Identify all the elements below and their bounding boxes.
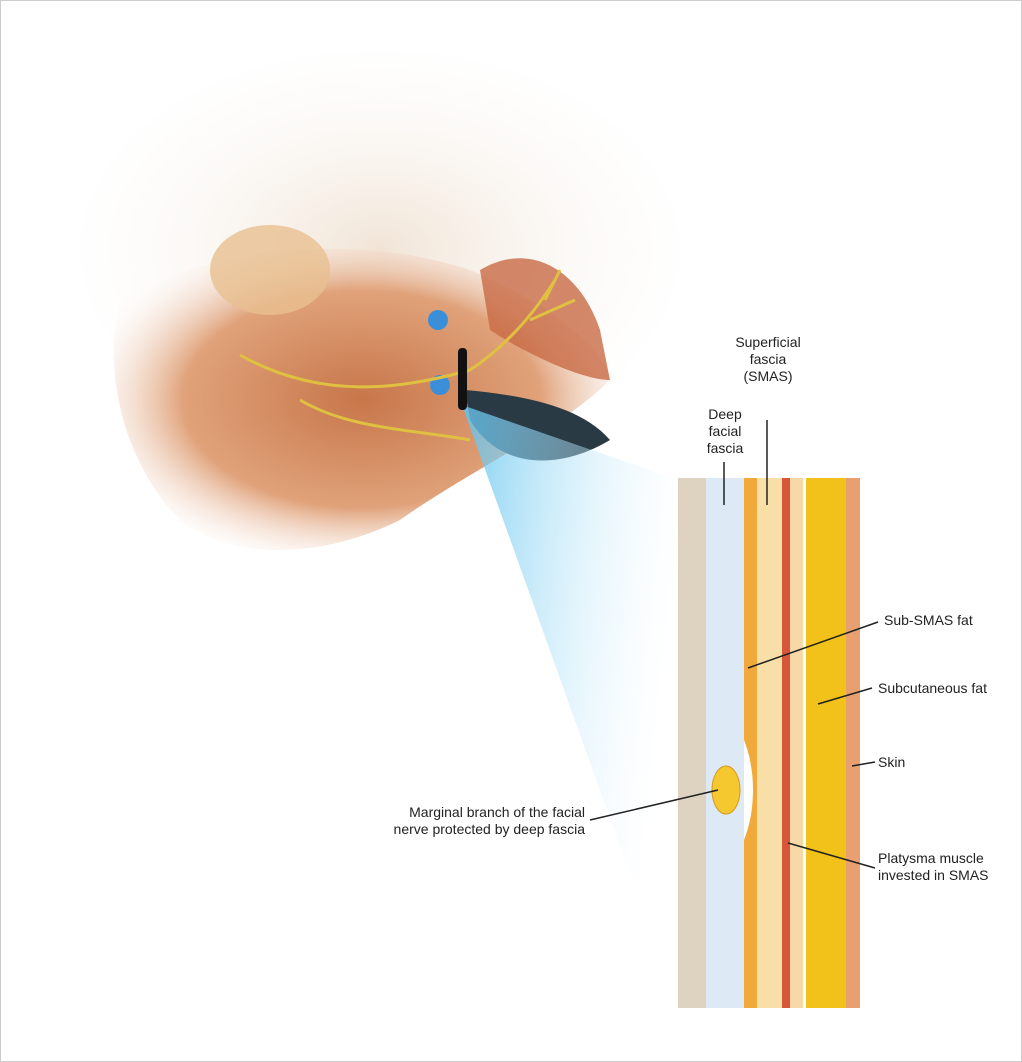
label-line: Deep (708, 406, 742, 422)
zoom-beam (462, 405, 678, 1008)
label-line: fascia (706, 440, 744, 456)
label-line: fascia (749, 351, 787, 367)
marginal-nerve (711, 765, 741, 815)
label-platysma: Platysma muscle invested in SMAS (878, 850, 989, 884)
label-deep-fascia: Deep facial fascia (690, 406, 760, 457)
platysma-layer (782, 478, 790, 1008)
leader-lines (589, 420, 879, 869)
label-line: (SMAS) (743, 368, 793, 384)
label-line: invested in SMAS (878, 867, 989, 883)
smas-outer-layer (790, 478, 803, 1008)
facial-artery (428, 310, 448, 330)
parotid-gland (210, 225, 330, 315)
label-marginal-branch: Marginal branch of the facial nerve prot… (340, 804, 585, 838)
sub-smas-fat-layer (744, 478, 767, 1008)
label-line: Marginal branch of the facial (409, 804, 585, 820)
label-line: facial (708, 423, 742, 439)
label-line: Superficial (735, 334, 801, 350)
deep-fascia-layer (706, 478, 744, 1008)
tissue-cross-section (678, 478, 860, 1008)
facial-nerve-branches (239, 269, 576, 442)
skin-layer (846, 478, 860, 1008)
label-sub-smas-fat: Sub-SMAS fat (884, 612, 973, 628)
label-line: Platysma muscle (878, 850, 984, 866)
bone-layer (678, 478, 706, 1008)
label-superficial-fascia: Superficial fascia (SMAS) (718, 334, 818, 385)
label-skin: Skin (878, 754, 906, 770)
label-line: nerve protected by deep fascia (393, 821, 585, 837)
neck-muscles (113, 248, 610, 550)
subcutaneous-fat-layer (806, 478, 846, 1008)
smas-layer (757, 478, 782, 1008)
section-marker (458, 348, 467, 410)
label-subcutaneous-fat: Subcutaneous fat (878, 680, 987, 696)
mandible-muscle (480, 258, 610, 380)
